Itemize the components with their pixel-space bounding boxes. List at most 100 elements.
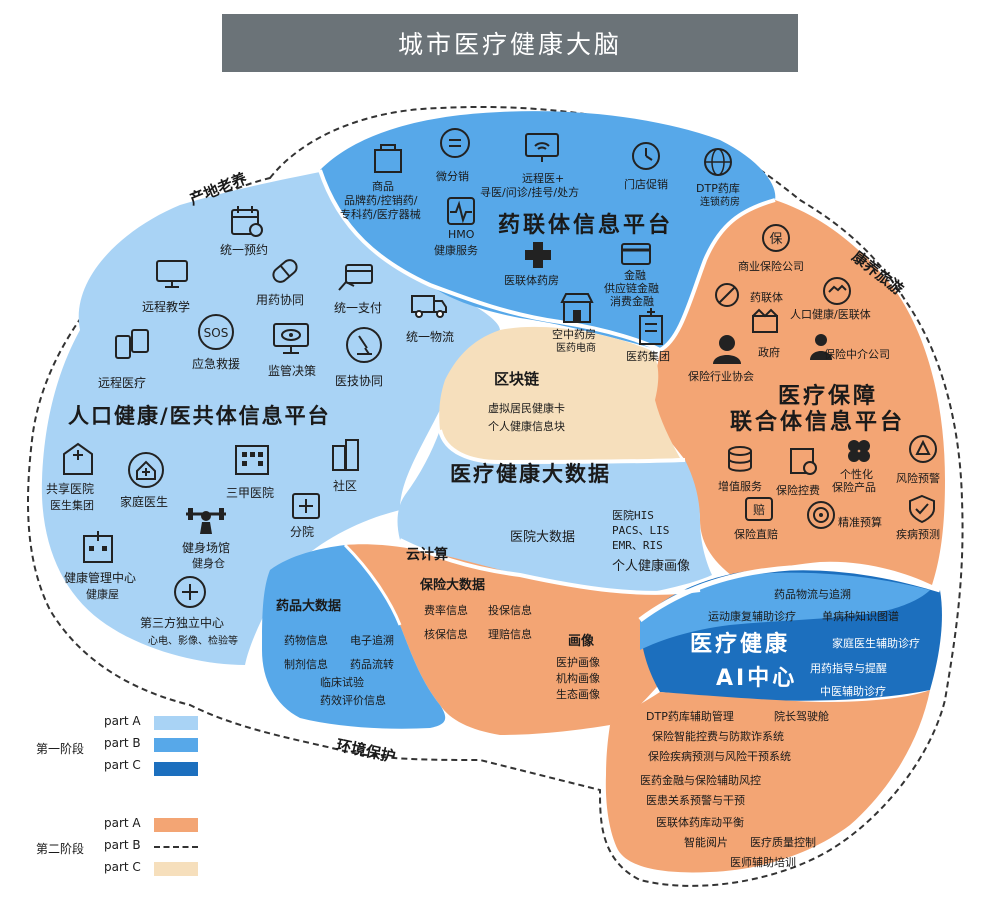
ai-training-label: 医师辅助培训 — [730, 856, 796, 869]
branch-label: 分院 — [290, 525, 315, 539]
ecology-image-label: 生态画像 — [556, 688, 600, 701]
bao-char: 保 — [769, 232, 782, 247]
goods-label: 商品 — [372, 180, 394, 193]
e-trace-label: 电子追溯 — [350, 634, 394, 647]
virtual-card-label: 虚拟居民健康卡 — [488, 402, 565, 415]
agent-icon — [808, 332, 834, 366]
pharma-group-label: 医药集团 — [626, 350, 670, 363]
drug-flow-label: 药品流转 — [350, 658, 394, 671]
unified-logistics-label: 统一物流 — [406, 330, 455, 344]
gym-label: 健身场馆 — [182, 541, 231, 555]
remote-plus-sub-label: 寻医/问诊/挂号/处方 — [480, 186, 580, 199]
region-left — [41, 172, 500, 665]
ai-quality-label: 医疗质量控制 — [750, 836, 816, 849]
claim-info-label: 理赔信息 — [488, 628, 532, 641]
image-label: 画像 — [568, 634, 595, 649]
brain-outline — [26, 106, 964, 887]
goods-sub2-label: 专科药/医疗器械 — [340, 208, 421, 221]
ai-title-2: AI中心 — [716, 666, 798, 691]
air-pharmacy-sub-label: 医药电商 — [556, 343, 596, 354]
bag-icon — [372, 140, 404, 178]
shield-bao-icon: 保 — [760, 222, 792, 260]
goods-sub1-label: 品牌药/控销药/ — [344, 194, 418, 207]
warning-icon — [908, 434, 938, 468]
government-label: 政府 — [758, 346, 780, 359]
card-payment-icon — [336, 262, 376, 298]
region-ai-lower — [605, 690, 930, 873]
industry-assoc-label: 保险行业协会 — [688, 370, 754, 383]
remote-teaching-label: 远程教学 — [142, 300, 191, 314]
legend-stage2-label: 第二阶段 — [36, 842, 85, 856]
personalized-label: 个性化 — [840, 468, 873, 481]
left-platform-title: 人口健康/医共体信息平台 — [68, 404, 331, 428]
disease-prediction-label: 疾病预测 — [896, 528, 940, 541]
eye-monitor-icon — [272, 322, 312, 360]
wifi-monitor-icon — [524, 132, 560, 168]
legend-swatch-stage2-c — [154, 862, 198, 876]
unified-payment-label: 统一支付 — [334, 301, 383, 315]
separator-ai — [638, 565, 941, 623]
precision-label: 精准预算 — [838, 516, 882, 529]
medical-group-label: 医生集团 — [50, 499, 94, 512]
legend-stage1-part-c: part C — [104, 758, 141, 772]
dtp-label: DTP药库 — [696, 182, 740, 195]
emr-label: EMR、RIS — [612, 539, 663, 552]
third-party-label: 第三方独立中心 — [140, 616, 225, 630]
legend-swatch-stage1-b — [154, 738, 198, 752]
insurance-agency-label: 保险中介公司 — [824, 348, 890, 361]
handshake-icon — [822, 276, 852, 310]
medical-cross-icon — [522, 240, 554, 274]
direct-pay-label: 保险直赔 — [734, 528, 778, 541]
page-title: 城市医疗健康大脑 — [397, 30, 622, 59]
health-center-icon — [80, 528, 116, 568]
bigdata-title: 医疗健康大数据 — [450, 462, 611, 486]
micro-label: 微分销 — [436, 170, 469, 183]
tech-coop-label: 医技协同 — [335, 374, 384, 388]
drug-bigdata-label: 药品大数据 — [276, 599, 342, 614]
legend-stage1-label: 第一阶段 — [36, 742, 85, 756]
hospital-image-label: 医护画像 — [556, 656, 600, 669]
first-aid-icon — [290, 488, 322, 526]
risk-warning-label: 风险预警 — [896, 472, 940, 485]
tier3-hospital-label: 三甲医院 — [226, 486, 275, 500]
drug-info-label: 药物信息 — [284, 634, 328, 647]
smile-icon — [438, 126, 472, 164]
alliance-pharmacy-label: 医联体药房 — [504, 274, 559, 287]
people-health-label: 人口健康/医联体 — [790, 308, 871, 321]
pei-char: 赔 — [753, 502, 765, 517]
home-plus-icon — [126, 450, 166, 494]
ai-dean-label: 院长驾驶舱 — [774, 710, 829, 723]
separator-center — [438, 429, 686, 465]
hmo-sub-label: 健康服务 — [434, 244, 478, 257]
heartbeat-icon — [446, 196, 476, 232]
finance-card-icon — [620, 240, 652, 272]
family-doctor-label: 家庭医生 — [120, 495, 169, 509]
legend-stage1-part-a: part A — [104, 714, 141, 728]
health-center-label: 健康管理中心 — [64, 571, 137, 585]
drug-coop-label: 用药协同 — [256, 293, 305, 307]
region-ai-upper — [640, 572, 930, 650]
target-icon — [806, 500, 836, 534]
dtp-sub-label: 连锁药房 — [700, 197, 740, 208]
timer-icon — [630, 140, 662, 176]
air-pharmacy-label: 空中药房 — [552, 328, 596, 341]
ai-family-doctor-label: 家庭医生辅助诊疗 — [832, 637, 920, 650]
factory-icon — [750, 306, 780, 338]
ai-finance-risk-label: 医药金融与保险辅助风控 — [640, 774, 761, 787]
cloud-label: 云计算 — [406, 547, 448, 563]
hmo-label: HMO — [448, 228, 475, 241]
blockchain-title: 区块链 — [494, 370, 540, 388]
legend-swatch-stage2-a — [154, 818, 198, 832]
emergency-label: 应急救援 — [192, 357, 241, 371]
appointment-label: 统一预约 — [220, 243, 269, 257]
ai-tcm-label: 中医辅助诊疗 — [820, 685, 886, 698]
gym-sub-label: 健身仓 — [192, 557, 225, 570]
shared-hospital-label: 共享医院 — [46, 482, 95, 496]
government-icon — [710, 332, 744, 370]
right-platform-title-2: 联合体信息平台 — [730, 410, 906, 435]
third-party-sub-label: 心电、影像、检验等 — [148, 636, 238, 647]
rate-info-label: 费率信息 — [424, 604, 468, 617]
region-top — [320, 111, 776, 350]
separator-drug — [343, 543, 402, 626]
